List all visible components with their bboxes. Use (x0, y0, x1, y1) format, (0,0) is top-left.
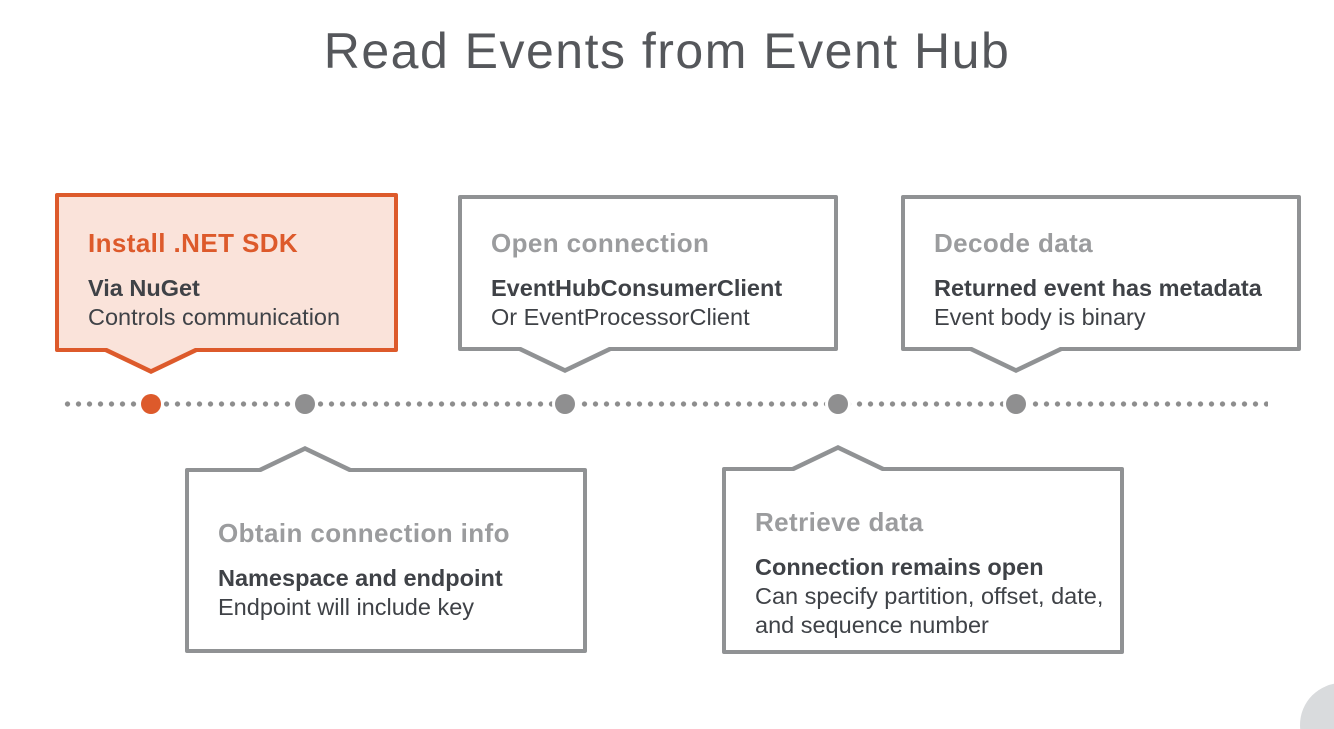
timeline-dotted-line (62, 398, 1268, 410)
callout-install-sdk: Install .NET SDK Via NuGet Controls comm… (55, 193, 398, 374)
timeline-dot-install-sdk (141, 394, 161, 414)
corner-decoration-circle (1300, 683, 1334, 729)
timeline-dot-decode-data (1006, 394, 1026, 414)
callout-subtitle: Via NuGet (88, 275, 200, 301)
callout-retrieve-data: Retrieve data Connection remains open Ca… (722, 445, 1124, 654)
timeline-dot-retrieve-data (828, 394, 848, 414)
callout-obtain-connection-info: Obtain connection info Namespace and end… (185, 446, 587, 653)
callout-title: Install .NET SDK (88, 228, 299, 258)
callout-title: Retrieve data (755, 507, 924, 537)
callout-subtitle: Namespace and endpoint (218, 565, 503, 591)
slide-title: Read Events from Event Hub (323, 23, 1011, 79)
callout-title: Obtain connection info (218, 518, 510, 548)
callout-detail: Can specify partition, offset, date, and… (755, 583, 1104, 638)
callout-title: Decode data (934, 228, 1094, 258)
callout-detail: Controls communication (88, 304, 341, 330)
callout-title: Open connection (491, 228, 710, 258)
timeline-dot-open-connection (555, 394, 575, 414)
callout-detail: Endpoint will include key (218, 594, 475, 620)
callout-subtitle: Connection remains open (755, 554, 1044, 580)
callout-detail: Event body is binary (934, 304, 1146, 330)
callout-open-connection: Open connection EventHubConsumerClient O… (458, 195, 838, 373)
callout-subtitle: EventHubConsumerClient (491, 275, 783, 301)
callout-decode-data: Decode data Returned event has metadata … (901, 195, 1301, 373)
callout-subtitle: Returned event has metadata (934, 275, 1262, 301)
timeline-dot-obtain-connection-info (295, 394, 315, 414)
callout-detail: Or EventProcessorClient (491, 304, 750, 330)
